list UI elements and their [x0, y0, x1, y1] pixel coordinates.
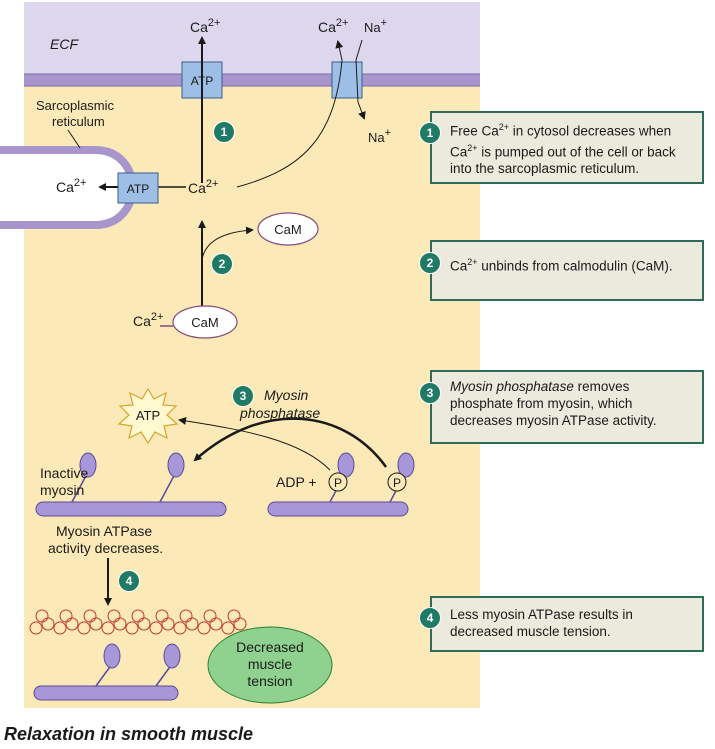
ca-bound-label: Ca2+ — [133, 311, 163, 329]
inactive-myosin-filament — [35, 501, 227, 517]
diagram-step-badge-2: 2 — [211, 253, 233, 275]
myosin-phosphatase-line2: phosphatase — [239, 405, 320, 421]
atp-consumption-arrow — [178, 416, 331, 471]
sr-label-pointer — [67, 129, 81, 149]
step-badge-4: 4 — [419, 607, 441, 629]
na-in-arrow — [355, 39, 366, 120]
ca-cytosol-label: Ca2+ — [188, 178, 218, 196]
cam-free-oval — [257, 212, 319, 246]
atpase-decreases-line2: activity decreases. — [48, 540, 163, 556]
ca-exchanger-label: Ca2+ — [318, 17, 348, 35]
na-cytosol-label: Na+ — [368, 127, 391, 145]
ecf-region — [24, 2, 480, 74]
phosphate-label-1: P — [334, 476, 342, 490]
decreased-tension-line3: tension — [247, 673, 292, 689]
myosin-head-bottom-2 — [163, 643, 181, 669]
cam-release-arrow — [201, 226, 254, 261]
cam-free-label: CaM — [274, 222, 301, 237]
relaxed-myosin-filament — [33, 685, 179, 701]
inactive-myosin-line2: myosin — [40, 482, 84, 498]
adp-plus-label: ADP + — [276, 474, 317, 490]
step-badge-2: 2 — [419, 252, 441, 274]
cam-bound-label: CaM — [191, 315, 218, 330]
step-box-1: Free Ca2+ in cytosol decreases when Ca2+… — [430, 111, 704, 184]
sr-label-line2: reticulum — [52, 114, 105, 129]
decreased-tension-oval — [207, 626, 333, 704]
diagram-step-badge-1: 1 — [213, 121, 235, 143]
atp-starburst — [117, 387, 179, 445]
myosin-head-left-2 — [167, 452, 185, 478]
decreased-tension-line2: muscle — [248, 656, 293, 672]
dephosphorylation-arrow — [193, 417, 388, 468]
step-box-4: Less myosin ATPase results in decreased … — [430, 596, 704, 652]
phosphate-label-2: P — [393, 476, 401, 490]
step-box-2: Ca2+ unbinds from calmodulin (CaM). — [430, 240, 704, 301]
cam-bound-oval — [172, 305, 238, 339]
step-badge-1: 1 — [419, 122, 441, 144]
phosphorylated-myosin-filament — [267, 501, 409, 517]
atp-starburst-label: ATP — [136, 408, 160, 423]
na-ecf-label: Na+ — [364, 17, 387, 35]
inactive-myosin-line1: Inactive — [40, 465, 88, 481]
sr-label-line1: Sarcoplasmic — [36, 98, 115, 113]
diagram-step-badge-3: 3 — [232, 385, 254, 407]
myosin-phosphatase-line1: Myosin — [264, 387, 309, 403]
decreased-tension-line1: Decreased — [236, 639, 304, 655]
myosin-head-left-1 — [79, 452, 97, 478]
step-badge-3: 3 — [419, 382, 441, 404]
phosphate-circle-2 — [387, 472, 407, 492]
phosphate-circle-1 — [328, 472, 348, 492]
ecf-label: ECF — [50, 36, 79, 52]
ca-ecf-label: Ca2+ — [190, 17, 220, 35]
ca-sr-label: Ca2+ — [56, 177, 86, 195]
myosin-head-bottom-1 — [103, 643, 121, 669]
ca-exchange-arrow — [236, 40, 344, 188]
step-box-3: Myosin phosphatase removes phosphate fro… — [430, 370, 704, 444]
sr-atp-label: ATP — [127, 182, 149, 196]
diagram-step-badge-4: 4 — [118, 570, 140, 592]
figure-caption: Relaxation in smooth muscle — [4, 724, 254, 744]
sr-atp-pump — [117, 172, 159, 204]
atpase-decreases-line1: Myosin ATPase — [56, 523, 152, 539]
cell-membrane — [24, 74, 480, 86]
actin-filament — [29, 609, 247, 635]
myosin-head-right-2 — [397, 452, 415, 478]
